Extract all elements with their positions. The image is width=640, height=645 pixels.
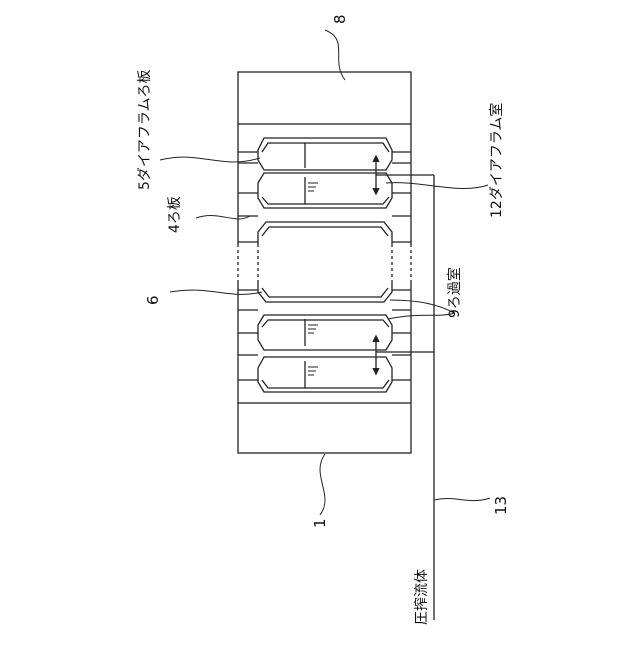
label-diaphragm-filter-plate: 5ダイアフラムろ板 (138, 70, 152, 191)
chamber-outline (258, 357, 392, 392)
arrow-head (373, 188, 379, 194)
leader-line (434, 498, 490, 501)
leader-lines (160, 30, 490, 515)
label-diaphragm-chamber: 12ダイアフラム室 (490, 103, 504, 218)
arrow-head (373, 156, 379, 162)
arrow-head (373, 368, 379, 374)
label-filter-plate: 4ろ板 (168, 196, 182, 233)
leader-line (160, 157, 260, 162)
leader-line (390, 300, 454, 313)
label-filter-chamber: 9ろ過室 (448, 267, 462, 318)
label-pressing-fluid: 圧搾流体 (415, 569, 429, 625)
filter-chamber-outline (258, 222, 392, 302)
diaphragm-membrane (262, 197, 389, 204)
diaphragm-membrane (262, 380, 389, 388)
leader-line (170, 290, 262, 294)
leader-line (386, 183, 488, 189)
diaphragm-membrane (262, 143, 389, 152)
diaphragm-membrane (262, 320, 389, 327)
label-ref-13: 13 (494, 496, 509, 515)
hatch-marks (308, 183, 318, 375)
end-plate-bottom (238, 403, 411, 453)
chamber-outline (258, 173, 392, 208)
filter-cloth (262, 227, 388, 236)
end-plate-top (238, 72, 411, 124)
leader-line (388, 313, 454, 319)
filter-cloth (262, 288, 388, 297)
label-ref-6: 6 (146, 295, 161, 305)
label-ref-1: 1 (313, 518, 328, 528)
leader-line (320, 454, 325, 515)
label-ref-8: 8 (333, 14, 348, 24)
arrow-head (373, 336, 379, 342)
